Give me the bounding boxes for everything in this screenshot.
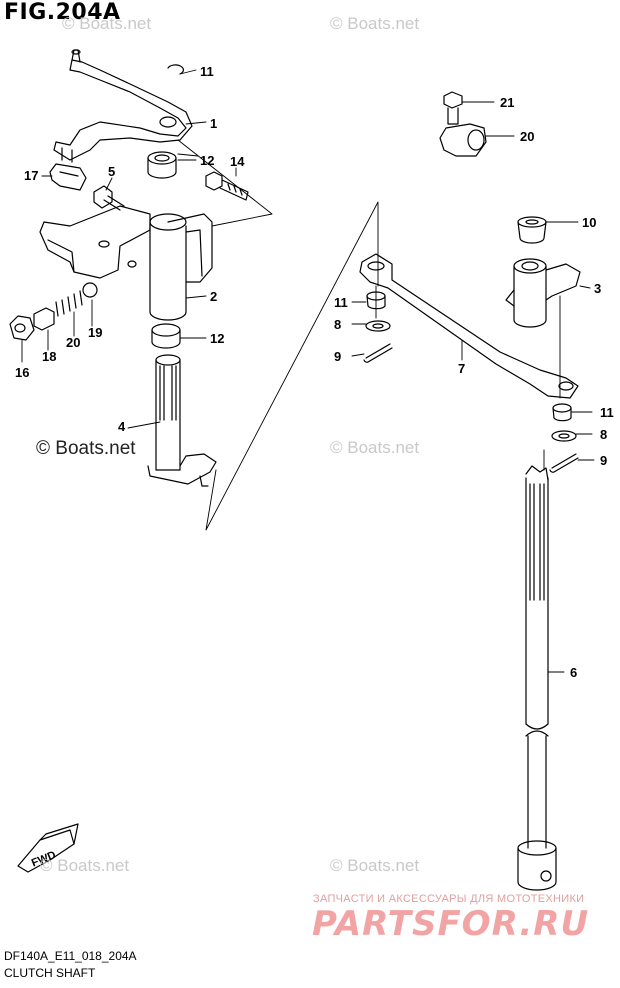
part-11-bush-right bbox=[552, 403, 572, 422]
part-7-link-rod bbox=[359, 253, 579, 399]
watermark-bottom-right: © Boats.net bbox=[330, 856, 420, 875]
callout-15: 16 bbox=[15, 365, 29, 380]
guide-line-cross bbox=[205, 201, 379, 531]
callout-20: 20 bbox=[66, 335, 80, 350]
callout-1: 1 bbox=[210, 116, 217, 131]
callout-14: 14 bbox=[230, 154, 245, 169]
part-19-clamp bbox=[439, 123, 487, 157]
part-6-long-shaft bbox=[517, 465, 557, 891]
shop-caption: ЗАПЧАСТИ И АКСЕССУАРЫ ДЛЯ МОТОТЕХНИКИ bbox=[313, 893, 585, 905]
part-3-lever bbox=[505, 258, 581, 328]
part-5-grease-nipple bbox=[93, 185, 125, 211]
callout-19: 20 bbox=[520, 129, 534, 144]
callout-9-left: 9 bbox=[334, 349, 341, 364]
part-8-washer-right bbox=[551, 430, 577, 442]
part-15-plug bbox=[9, 315, 35, 341]
callout-5: 5 bbox=[108, 164, 115, 179]
part-13-e-clip bbox=[167, 64, 184, 75]
guide-line-upper bbox=[177, 139, 273, 227]
watermark-top-right: © Boats.net bbox=[330, 14, 420, 33]
watermark-mid-right: © Boats.net bbox=[330, 438, 420, 457]
callout-8-left: 8 bbox=[334, 317, 341, 332]
callout-7: 7 bbox=[458, 361, 465, 376]
part-20-spring bbox=[55, 290, 83, 317]
watermark-top-left: © Boats.net bbox=[62, 14, 152, 33]
watermark-bottom-left: © Boats.net bbox=[40, 856, 130, 875]
callout-labels: 11 1 12 14 5 17 2 12 16 18 20 19 4 21 20… bbox=[15, 64, 614, 680]
callout-6: 6 bbox=[570, 665, 577, 680]
callout-13: 11 bbox=[200, 64, 214, 79]
part-9-pin-right bbox=[549, 453, 579, 473]
part-8-washer-left bbox=[365, 320, 391, 332]
part-4-shaft bbox=[147, 354, 217, 487]
callout-16: 17 bbox=[24, 168, 38, 183]
part-17-sleeve bbox=[33, 307, 55, 331]
callout-9-right: 9 bbox=[600, 453, 607, 468]
part-9-pin-left bbox=[363, 343, 393, 363]
shop-logo: PARTSFOR.RU bbox=[312, 904, 590, 944]
callout-11-left: 11 bbox=[334, 295, 348, 310]
leader-lines bbox=[21, 69, 595, 673]
callout-11-right: 11 bbox=[600, 405, 614, 420]
callout-4: 4 bbox=[118, 419, 126, 434]
figure-description: CLUTCH SHAFT bbox=[4, 966, 96, 980]
figure-title: FIG.204A bbox=[4, 0, 121, 25]
part-14-bolt bbox=[205, 171, 249, 201]
callout-12-lower: 12 bbox=[210, 331, 224, 346]
part-12-bush-lower bbox=[151, 323, 181, 349]
callout-10: 10 bbox=[582, 215, 596, 230]
part-12-bush-upper bbox=[147, 151, 177, 179]
callout-17: 18 bbox=[42, 349, 56, 364]
callout-3: 3 bbox=[594, 281, 601, 296]
part-18-ball bbox=[82, 282, 98, 298]
watermark-mid-left: © Boats.net bbox=[36, 438, 136, 459]
part-21-bolt bbox=[443, 91, 463, 125]
part-10-plug bbox=[517, 216, 547, 244]
part-2-bracket bbox=[39, 205, 213, 321]
callout-2: 2 bbox=[210, 289, 217, 304]
fwd-direction-badge bbox=[17, 823, 79, 873]
callout-8-right: 8 bbox=[600, 427, 607, 442]
callout-18: 19 bbox=[88, 325, 102, 340]
callout-12-upper: 12 bbox=[200, 153, 214, 168]
part-16-clip bbox=[49, 163, 87, 191]
figure-code: DF140A_E11_018_204A bbox=[4, 949, 137, 963]
part-1-lever-plate bbox=[53, 49, 193, 163]
callout-21: 21 bbox=[500, 95, 514, 110]
